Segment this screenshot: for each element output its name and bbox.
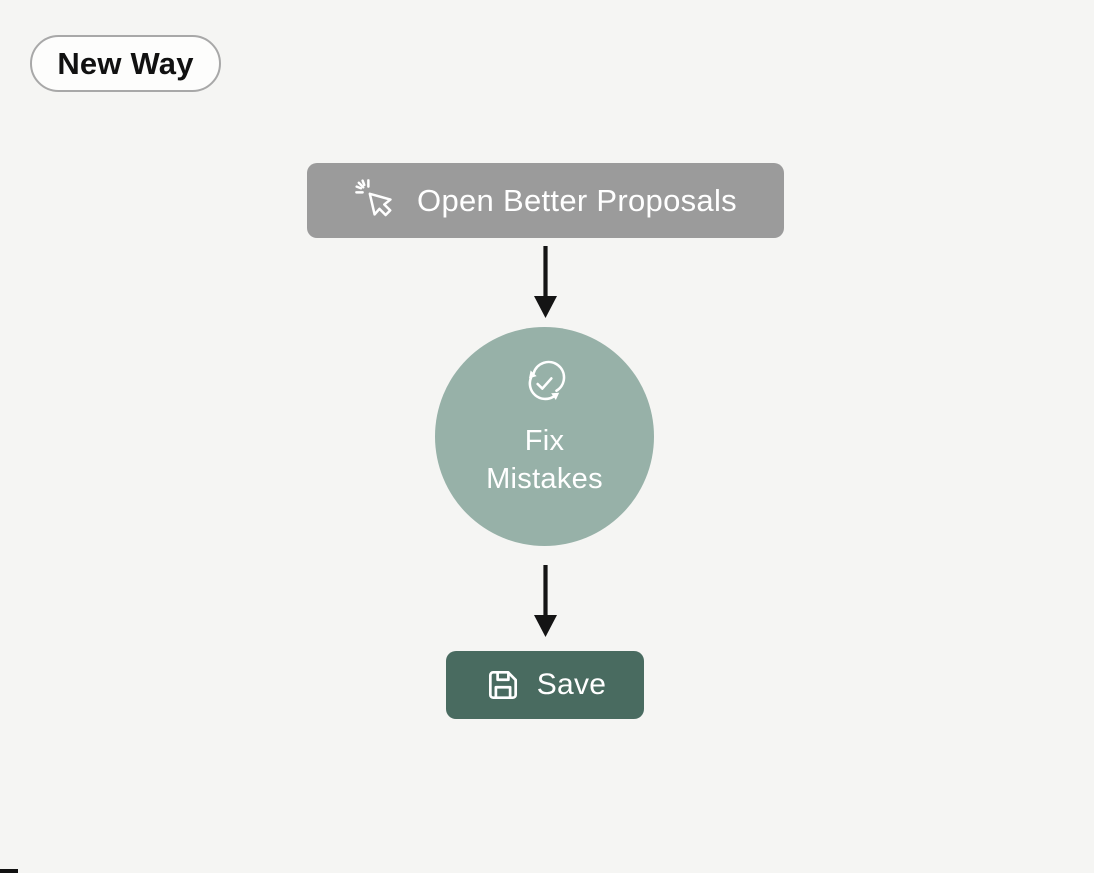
floppy-disk-icon (484, 666, 522, 704)
save-button[interactable]: Save (446, 651, 644, 719)
arrow-down-icon (534, 246, 557, 318)
fix-mistakes-label: Fix Mistakes (486, 425, 603, 495)
crop-artifact (0, 869, 18, 873)
sync-check-icon (521, 360, 568, 407)
open-better-proposals-label: Open Better Proposals (417, 182, 737, 218)
cursor-click-icon (354, 178, 400, 224)
new-way-badge: New Way (30, 35, 221, 92)
save-label: Save (536, 668, 607, 701)
arrow-down-icon (534, 565, 557, 637)
new-way-badge-label: New Way (57, 45, 194, 81)
fix-mistakes-node: Fix Mistakes (435, 327, 654, 546)
open-better-proposals-button[interactable]: Open Better Proposals (307, 163, 784, 238)
